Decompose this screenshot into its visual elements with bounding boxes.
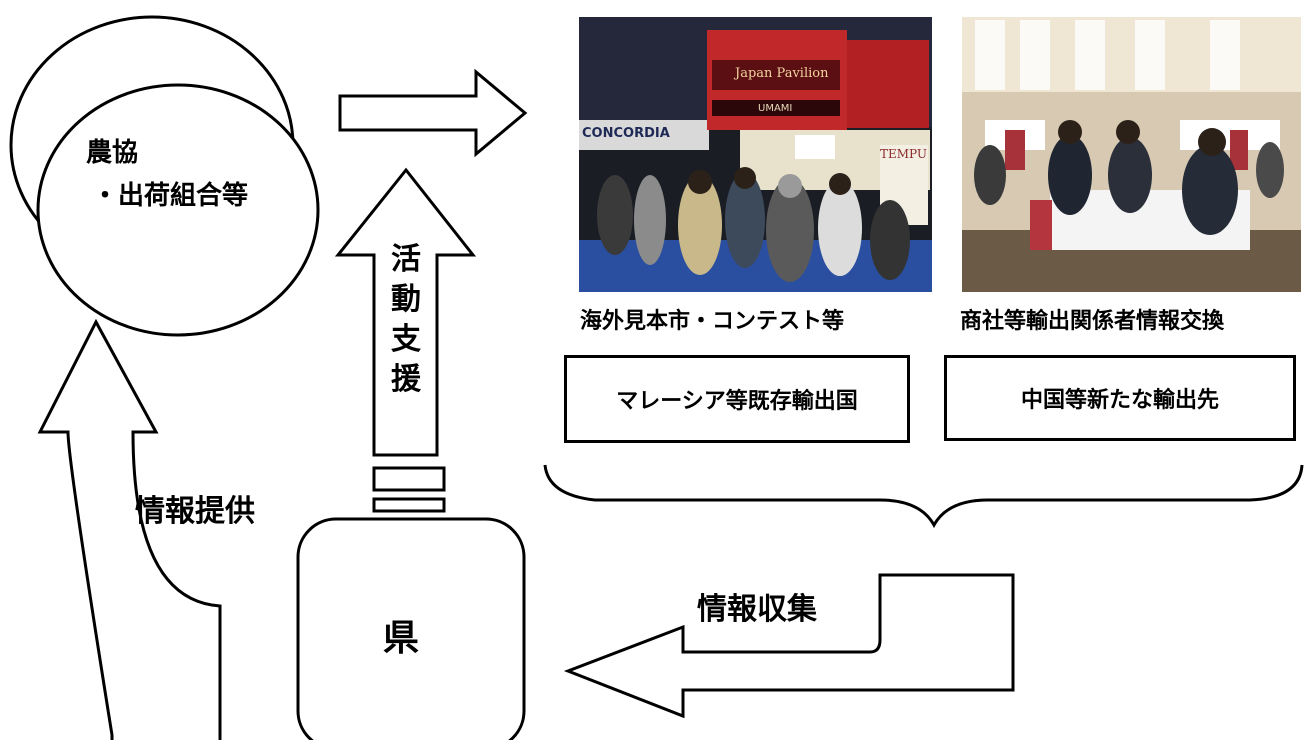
activity-support-text: 活動支援 <box>391 242 421 397</box>
trade-show-caption: 海外見本市・コンテスト等 <box>580 309 845 334</box>
activity-support-label: 活動支援 <box>388 240 424 400</box>
info-provision-label: 情報提供 <box>135 494 255 529</box>
activity-support-arrow <box>334 167 477 457</box>
existing-destination-box: マレーシア等既存輸出国 <box>564 355 910 443</box>
meeting-caption: 商社等輸出関係者情報交換 <box>960 309 1225 334</box>
nokyo-label-line1: 農協 <box>86 138 139 168</box>
prefecture-box <box>296 517 526 740</box>
sign-japan-pavilion: Japan Pavilion <box>735 66 829 81</box>
brace <box>543 464 1304 529</box>
prefecture-label: 県 <box>383 618 420 659</box>
existing-destination-label: マレーシア等既存輸出国 <box>616 389 858 414</box>
new-destination-box: 中国等新たな輸出先 <box>944 355 1296 441</box>
info-collection-arrow <box>563 573 1015 719</box>
sign-umami: UMAMI <box>758 103 793 114</box>
nokyo-circle <box>36 83 320 337</box>
trade-show-photo <box>579 17 932 292</box>
right-arrow <box>338 68 528 158</box>
sign-tempu: TEMPU <box>880 147 928 161</box>
new-destination-label: 中国等新たな輸出先 <box>1020 388 1219 413</box>
sign-concordia: CONCORDIA <box>582 126 670 141</box>
connector-bar-top <box>372 466 446 492</box>
info-collection-label: 情報収集 <box>697 592 817 627</box>
connector-bar-bottom <box>372 497 446 513</box>
meeting-photo <box>962 17 1301 292</box>
info-provision-arrow <box>37 318 222 740</box>
nokyo-label-line2: ・出荷組合等 <box>92 181 249 211</box>
